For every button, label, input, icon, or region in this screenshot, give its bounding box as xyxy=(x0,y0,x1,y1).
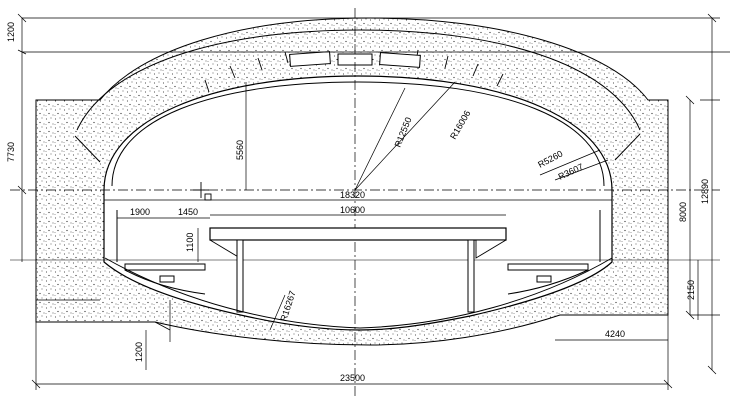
dim-deck-depth: 1100 xyxy=(185,233,195,252)
arch-right-end xyxy=(614,133,641,161)
concrete-lining xyxy=(35,17,669,346)
dim-side-offset: 1450 xyxy=(178,207,198,217)
deck xyxy=(209,227,507,313)
dim-left-height: 7730 xyxy=(6,142,16,162)
dim-right-lower: 2150 xyxy=(686,280,696,300)
side-walls xyxy=(116,210,601,262)
radius-leaders xyxy=(269,81,609,331)
arch-left-end xyxy=(74,135,101,163)
dim-total-width: 23500 xyxy=(340,373,365,383)
dim-top-cover: 1200 xyxy=(6,22,16,42)
dimension-lines xyxy=(17,13,730,390)
dim-crown-to-springline: 5560 xyxy=(235,140,245,160)
left-footing xyxy=(35,299,100,322)
left-footing-step xyxy=(154,321,171,331)
cable-blocks xyxy=(289,51,421,68)
invert-arc xyxy=(104,257,613,329)
dim-bottom-right-width: 4240 xyxy=(605,329,625,339)
walkways xyxy=(124,263,589,295)
dim-side-walk: 1900 xyxy=(130,207,150,217)
dim-deck-width: 10600 xyxy=(340,205,365,215)
outer-arch-line xyxy=(76,29,641,131)
inner-arch-line xyxy=(111,81,605,187)
dim-bottom-left-depth: 1200 xyxy=(134,342,144,362)
dim-springline-width: 18320 xyxy=(340,190,365,200)
dim-right-height-inner: 8000 xyxy=(678,202,688,222)
dim-right-height-total: 12890 xyxy=(700,179,710,204)
